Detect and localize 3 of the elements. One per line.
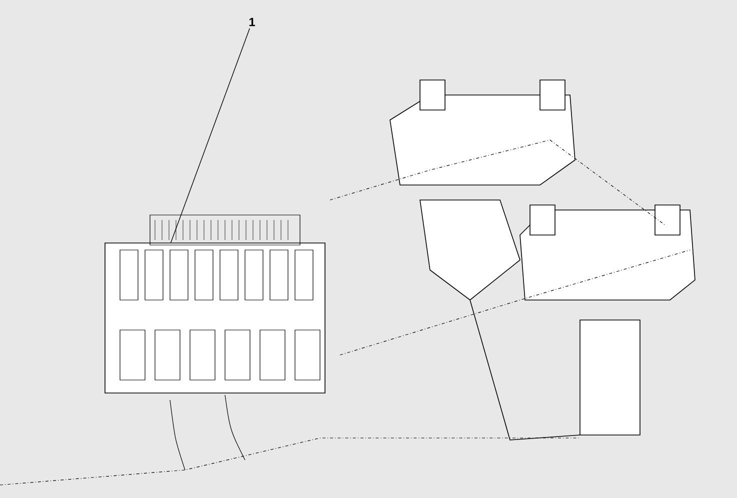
fuse-box-drawing [104,214,326,394]
callout-number: 1 [249,18,255,26]
leader-line [170,28,250,243]
